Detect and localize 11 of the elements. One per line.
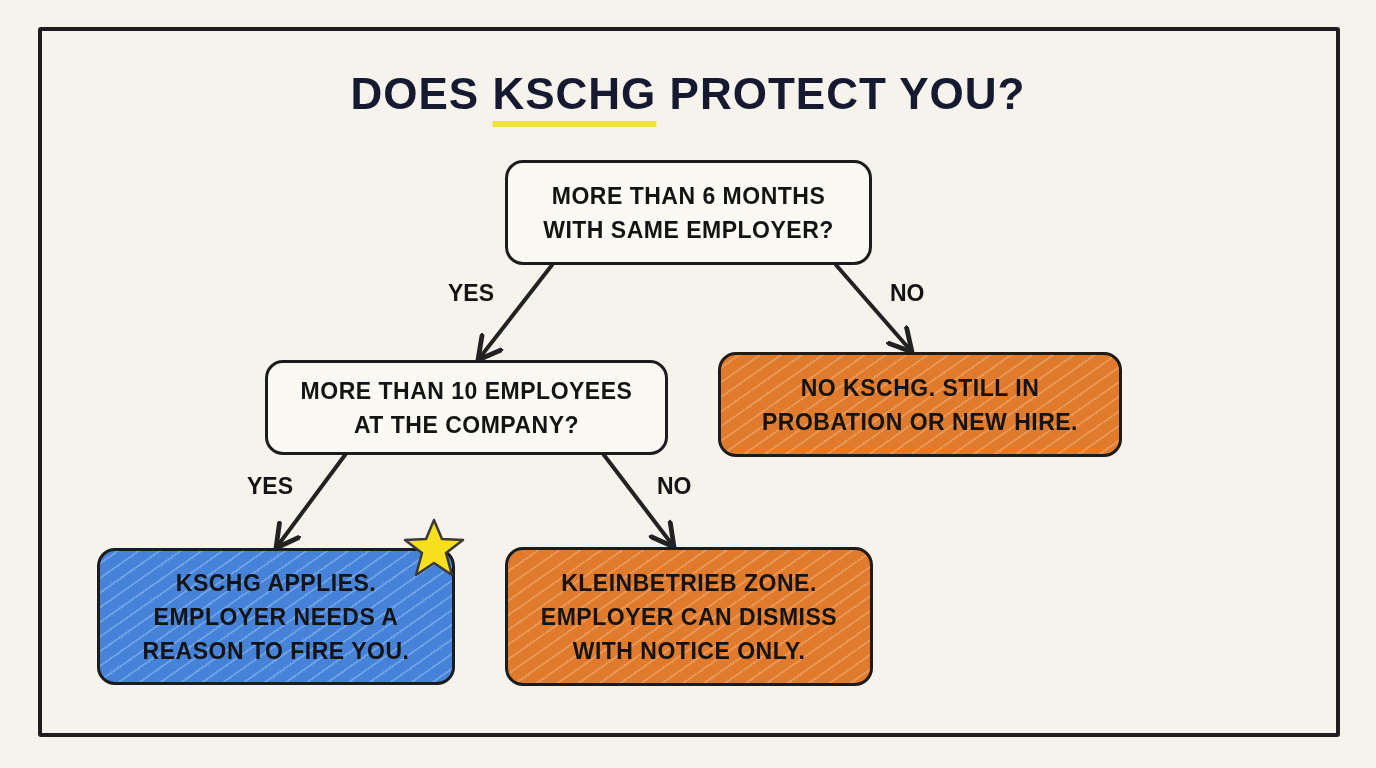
question-text: MORE THAN 10 EMPLOYEES AT THE COMPANY? bbox=[299, 376, 634, 440]
outcome-text: KSCHG APPLIES. EMPLOYER NEEDS A REASON TO FIRE YOU. bbox=[141, 568, 411, 666]
outcome-box bbox=[505, 547, 873, 686]
outcome-text: NO KSCHG. STILL IN PROBATION OR NEW HIRE. bbox=[761, 373, 1079, 437]
outcome-box bbox=[718, 352, 1122, 457]
question-box bbox=[505, 160, 872, 265]
title: DOES KSCHG PROTECT YOU? bbox=[350, 68, 1026, 120]
outcome-box bbox=[97, 548, 455, 685]
question-box bbox=[265, 360, 668, 455]
outcome-text: KLEINBETRIEB ZONE. EMPLOYER CAN DISMISS WITH NOTICE ONLY. bbox=[539, 568, 839, 666]
question-text: MORE THAN 6 MONTHS WITH SAME EMPLOYER? bbox=[542, 181, 835, 245]
